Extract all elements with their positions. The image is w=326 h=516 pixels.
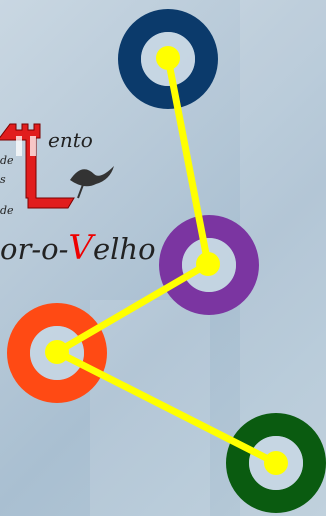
node-purple[interactable] <box>159 215 259 315</box>
node-red[interactable] <box>7 303 107 403</box>
castle-logo-icon <box>0 123 114 209</box>
logo-title-v: V <box>68 228 93 268</box>
node-blue[interactable] <box>118 9 218 109</box>
link-purple-red <box>53 260 212 356</box>
logo-text-title: or-o-Velho <box>0 228 156 268</box>
node-green-handle[interactable] <box>264 451 288 475</box>
background-panel <box>90 300 210 516</box>
link-layer <box>45 46 288 475</box>
node-green[interactable] <box>226 413 326 513</box>
logo-title-prefix: or-o- <box>0 232 69 266</box>
logo <box>0 118 170 268</box>
node-red-handle[interactable] <box>45 340 69 364</box>
link-red-green <box>53 348 280 467</box>
node-layer <box>7 9 326 513</box>
logo-text-de: de <box>0 204 14 217</box>
node-purple-handle[interactable] <box>196 252 220 276</box>
logo-text-ento: ento <box>48 128 93 152</box>
node-blue-handle[interactable] <box>156 46 180 70</box>
logo-text-s: s <box>0 173 6 186</box>
logo-text-de: de <box>0 154 14 167</box>
logo-title-suffix: elho <box>92 232 156 266</box>
link-blue-purple <box>164 54 212 268</box>
